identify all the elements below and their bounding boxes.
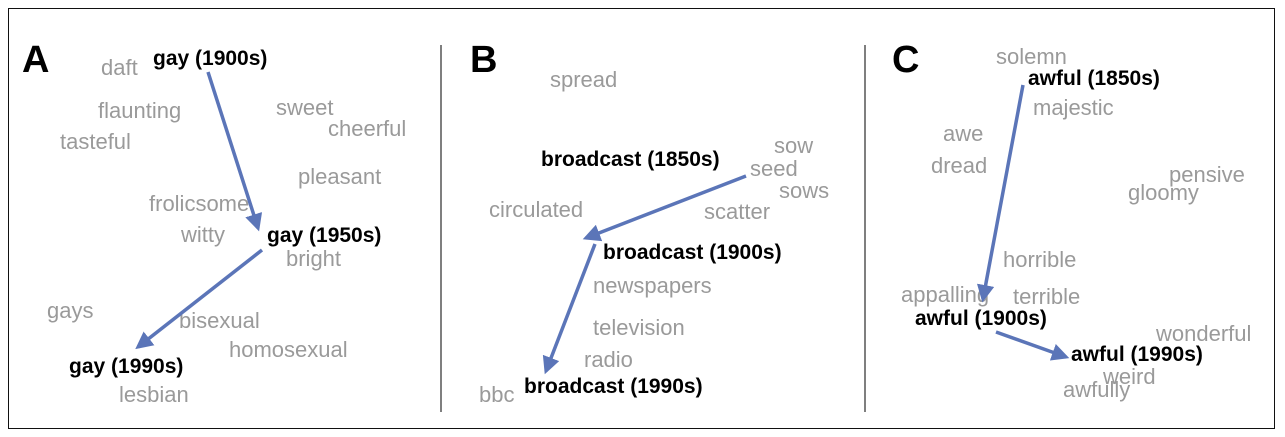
neighbor-word: daft bbox=[101, 55, 138, 80]
keyword-label: broadcast (1850s) bbox=[541, 148, 720, 171]
keyword-label: awful (1900s) bbox=[915, 307, 1047, 330]
panel-c: C solemn majestic awe dread pensive gloo… bbox=[892, 39, 1251, 402]
panel-b: B spread sow seed sows circulated scatte… bbox=[470, 39, 829, 407]
neighbor-word: terrible bbox=[1013, 284, 1080, 309]
neighbor-word: television bbox=[593, 315, 685, 340]
panel-label-a: A bbox=[22, 39, 49, 81]
panel-a: A daft flaunting tasteful sweet cheerful… bbox=[22, 39, 406, 407]
keyword-label: broadcast (1990s) bbox=[524, 375, 703, 398]
neighbor-word: dread bbox=[931, 153, 987, 178]
neighbor-word: gloomy bbox=[1128, 180, 1199, 205]
neighbor-word: sweet bbox=[276, 95, 333, 120]
neighbor-word: spread bbox=[550, 67, 617, 92]
neighbor-word: circulated bbox=[489, 197, 583, 222]
keyword-label: broadcast (1900s) bbox=[603, 241, 782, 264]
neighbor-word: radio bbox=[584, 347, 633, 372]
neighbor-word: bright bbox=[286, 246, 341, 271]
neighbor-word: appalling bbox=[901, 282, 989, 307]
keyword-label: gay (1950s) bbox=[267, 224, 381, 247]
neighbor-word: flaunting bbox=[98, 98, 181, 123]
neighbor-word: sow bbox=[774, 133, 813, 158]
shift-arrow bbox=[582, 174, 747, 242]
neighbor-word: lesbian bbox=[119, 382, 189, 407]
keyword-label: gay (1990s) bbox=[69, 355, 183, 378]
neighbor-word: seed bbox=[750, 156, 798, 181]
neighbor-word: witty bbox=[180, 222, 225, 247]
neighbor-word: awe bbox=[943, 121, 983, 146]
neighbor-word: bisexual bbox=[179, 308, 260, 333]
neighbor-word: cheerful bbox=[328, 116, 406, 141]
neighbor-word: gays bbox=[47, 298, 93, 323]
neighbor-word: frolicsome bbox=[149, 191, 249, 216]
shift-arrow bbox=[206, 71, 263, 232]
neighbor-word: homosexual bbox=[229, 337, 348, 362]
keyword-label: awful (1990s) bbox=[1071, 343, 1203, 366]
shift-arrow bbox=[542, 243, 597, 375]
neighbor-word: solemn bbox=[996, 44, 1067, 69]
neighbor-word: pleasant bbox=[298, 164, 381, 189]
keyword-label: awful (1850s) bbox=[1028, 67, 1160, 90]
neighbor-word: horrible bbox=[1003, 247, 1076, 272]
neighbor-word: tasteful bbox=[60, 129, 131, 154]
neighbor-word: newspapers bbox=[593, 273, 712, 298]
neighbor-word: wonderful bbox=[1155, 321, 1251, 346]
neighbor-word: majestic bbox=[1033, 95, 1114, 120]
shift-arrow bbox=[976, 84, 1025, 303]
neighbor-word: scatter bbox=[704, 199, 770, 224]
neighbor-word: bbc bbox=[479, 382, 514, 407]
shift-arrow bbox=[995, 330, 1070, 361]
shift-arrow bbox=[135, 248, 264, 350]
neighbor-word: pensive bbox=[1169, 162, 1245, 187]
panel-label-b: B bbox=[470, 39, 497, 81]
neighbor-word: sows bbox=[779, 178, 829, 203]
keyword-label: gay (1900s) bbox=[153, 47, 267, 70]
neighbor-word: weird bbox=[1102, 364, 1156, 389]
panel-label-c: C bbox=[892, 39, 919, 81]
neighbor-word: awfully bbox=[1063, 377, 1130, 402]
